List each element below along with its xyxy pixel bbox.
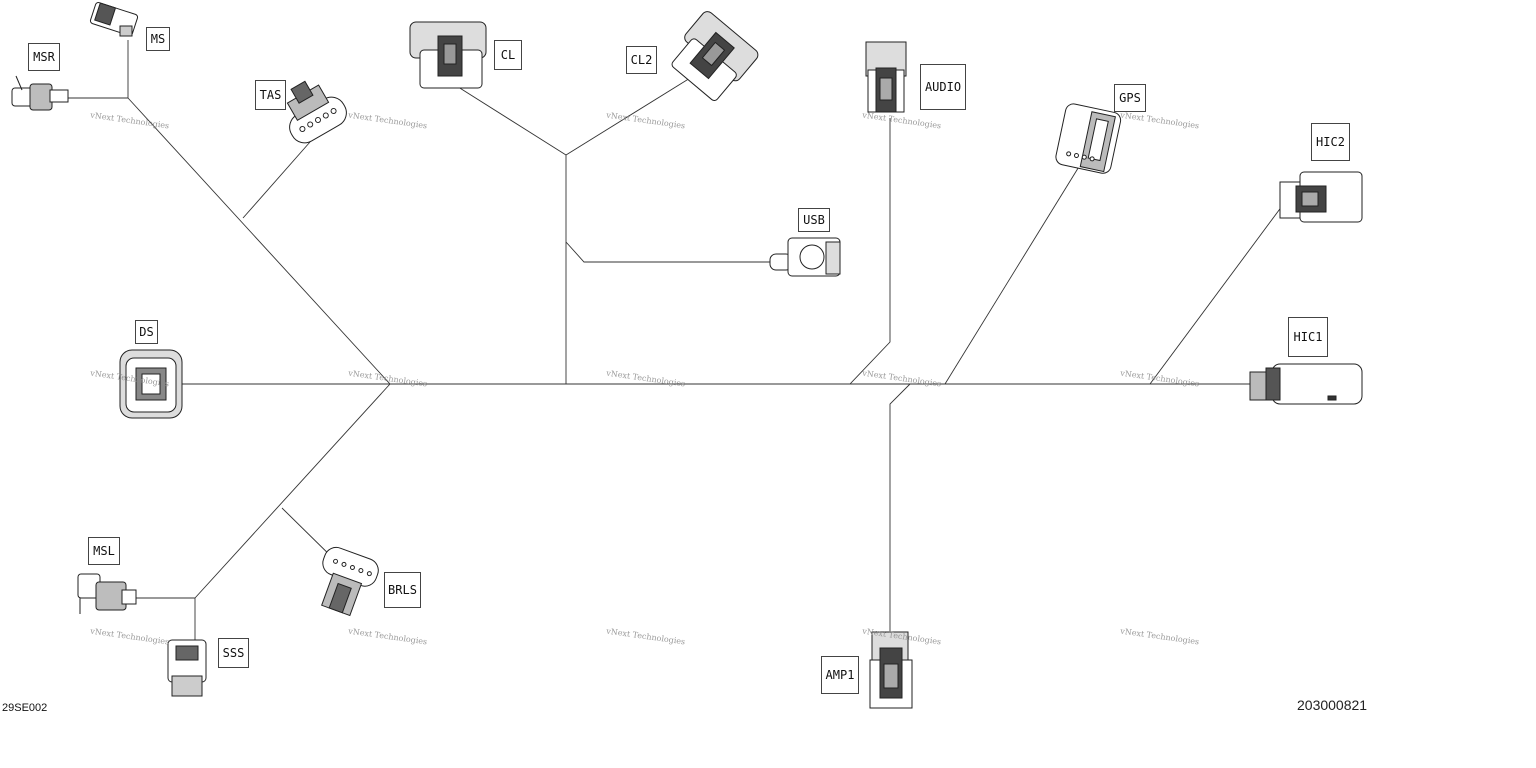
usb-connector-drawing — [769, 237, 841, 277]
hic2-connector-drawing — [1279, 171, 1363, 223]
label-ms: MS — [146, 27, 170, 51]
cl-wire — [454, 84, 567, 156]
label-msl: MSL — [88, 537, 120, 565]
hic1-connector-drawing — [1249, 363, 1363, 405]
msr-ms-trunk-wire — [127, 97, 391, 385]
audio-wire — [849, 118, 891, 385]
tas-connector-drawing — [286, 80, 347, 144]
label-audio: AUDIO — [920, 64, 966, 110]
hic2-wire — [1149, 197, 1289, 385]
gps-connector-drawing — [1055, 103, 1122, 174]
msr-connector-drawing — [11, 75, 69, 111]
reference-left: 29SE002 — [2, 702, 48, 714]
reference-right: 203000821 — [1297, 697, 1368, 713]
label-hic1: HIC1 — [1288, 317, 1328, 357]
brls-connector-drawing — [321, 546, 379, 617]
cl2-wire — [565, 74, 696, 156]
usb-wire — [565, 241, 775, 263]
ds-connector-drawing — [119, 349, 183, 419]
label-hic2: HIC2 — [1311, 123, 1350, 161]
label-tas: TAS — [255, 80, 286, 110]
label-brls: BRLS — [384, 572, 421, 608]
label-msr: MSR — [28, 43, 60, 71]
amp1-connector-drawing — [869, 631, 913, 709]
label-cl: CL — [494, 40, 522, 70]
label-amp1: AMP1 — [821, 656, 859, 694]
ms-connector-drawing — [89, 2, 139, 37]
label-cl2: CL2 — [626, 46, 657, 74]
cl2-connector-drawing — [671, 11, 759, 101]
sss-connector-drawing — [167, 639, 207, 697]
label-sss: SSS — [218, 638, 249, 668]
label-usb: USB — [798, 208, 830, 232]
cl-connector-drawing — [409, 21, 487, 89]
amp1-wire — [889, 383, 911, 640]
tas-wire — [242, 141, 311, 219]
audio-connector-drawing — [865, 41, 907, 113]
label-gps: GPS — [1114, 84, 1146, 112]
gps-wire — [944, 164, 1081, 385]
msl-connector-drawing — [77, 573, 137, 614]
lower-left-wire — [194, 383, 391, 599]
label-ds: DS — [135, 320, 158, 344]
